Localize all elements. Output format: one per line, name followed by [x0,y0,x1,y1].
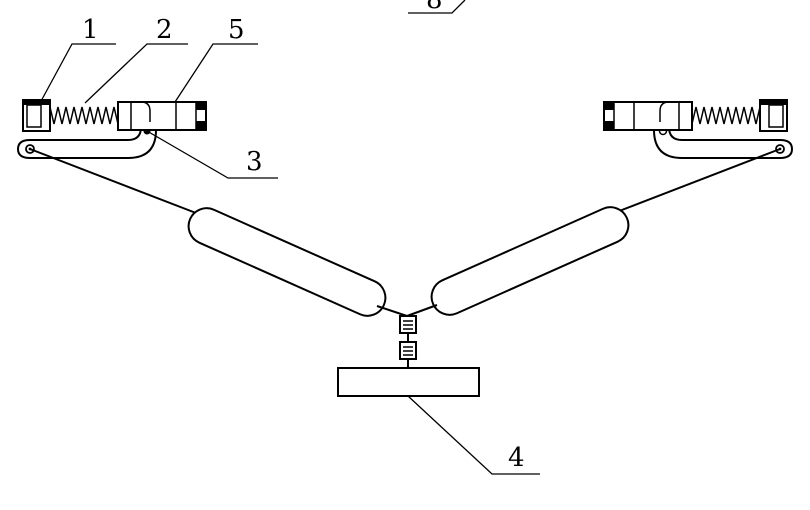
leader-5 [174,43,258,103]
label-8: 8 [426,0,443,15]
label-2: 2 [156,15,173,45]
right-slider-tube [603,101,693,131]
left-base-arm [16,111,157,159]
left-upper-cable [29,148,197,214]
right-base-arm [653,111,794,159]
right-spring-seat-cap [760,100,787,105]
left-spring [49,106,119,125]
leader-2 [84,43,188,104]
label-1: 1 [82,15,99,45]
right-lower-cable [406,304,438,317]
label-4: 4 [508,443,525,473]
right-spring-seat-inner [768,104,784,128]
right-float [430,206,630,316]
left-float [187,207,387,317]
leader-8 [408,0,466,14]
left-slider-tube [117,101,207,131]
right-spring [691,106,761,125]
right-upper-cable [613,148,781,214]
leader-1 [39,43,116,104]
platform [337,367,480,397]
label-3: 3 [246,147,263,177]
left-assembly [16,99,207,159]
left-spring-seat-cap [23,100,50,105]
left-lower-cable [376,305,408,317]
left-spring-seat-inner [26,104,42,128]
leader-4 [407,395,540,475]
right-assembly [603,99,794,159]
leader-3 [146,130,278,179]
label-5: 5 [228,15,245,45]
